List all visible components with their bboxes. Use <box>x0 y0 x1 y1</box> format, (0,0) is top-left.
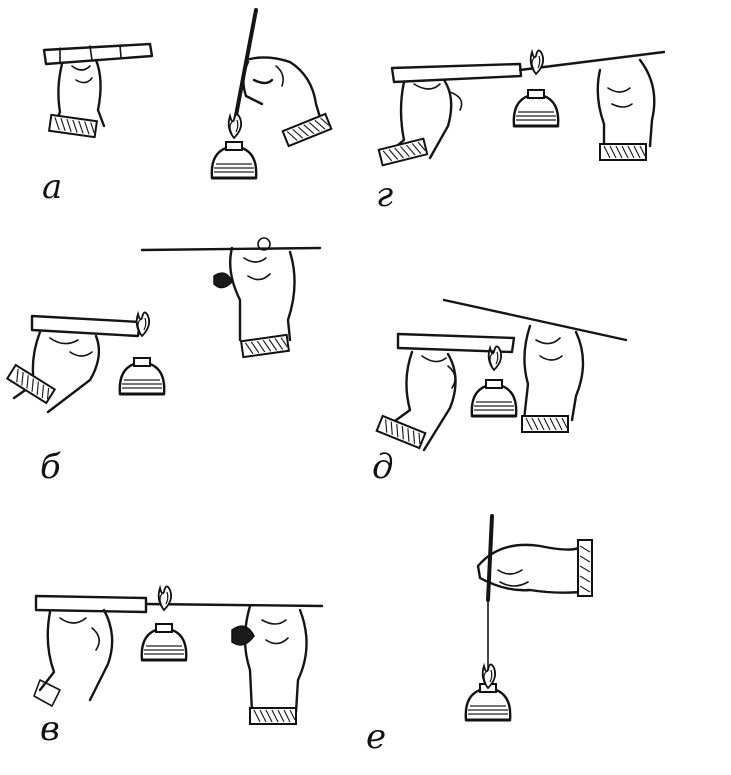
panel-b-right-hand <box>213 237 296 359</box>
panel-v-right-hand <box>231 604 308 725</box>
panel-g: г <box>376 49 666 215</box>
panel-v-flame <box>157 585 173 611</box>
panel-d-left-hand <box>375 350 457 452</box>
panel-g-flame <box>529 49 545 75</box>
panel-b: б <box>6 237 322 487</box>
panel-v-rod <box>144 602 324 608</box>
panel-v-lamp <box>140 622 188 662</box>
panel-a-lamp <box>210 140 258 180</box>
panel-d-lamp <box>470 378 518 418</box>
panel-e: е <box>366 514 593 757</box>
panel-a-flame <box>227 113 243 139</box>
panel-d-letter: д <box>372 447 394 487</box>
panel-a-right-hand <box>232 8 333 148</box>
panel-d-rod <box>442 298 628 342</box>
panel-a-letter: а <box>42 167 62 207</box>
panel-b-tube <box>30 314 142 338</box>
panel-e-letter: е <box>366 717 386 757</box>
panel-a-left-hand <box>42 42 154 139</box>
panel-g-right-hand <box>596 58 656 161</box>
panel-d-flame <box>487 345 503 371</box>
panel-v-left-hand <box>33 608 114 707</box>
panel-d-right-hand <box>521 324 585 433</box>
panel-b-left-hand <box>6 330 101 414</box>
panel-e-hand <box>476 539 593 597</box>
panel-e-tube <box>486 514 494 602</box>
panel-g-lamp <box>512 88 560 128</box>
panel-v: в <box>33 585 324 749</box>
panel-g-rod <box>518 50 666 72</box>
panel-g-tube <box>390 62 523 84</box>
panel-b-letter: б <box>40 447 61 487</box>
panel-g-letter: г <box>376 175 393 215</box>
panel-b-lamp <box>118 356 166 396</box>
panel-e-lamp <box>464 682 512 722</box>
panel-d-tube <box>396 332 516 354</box>
panel-v-tube <box>34 594 148 614</box>
panel-g-left-hand <box>377 78 463 167</box>
panel-v-letter: в <box>40 709 60 749</box>
panel-a: а <box>42 8 333 207</box>
panel-d: д <box>372 298 628 487</box>
